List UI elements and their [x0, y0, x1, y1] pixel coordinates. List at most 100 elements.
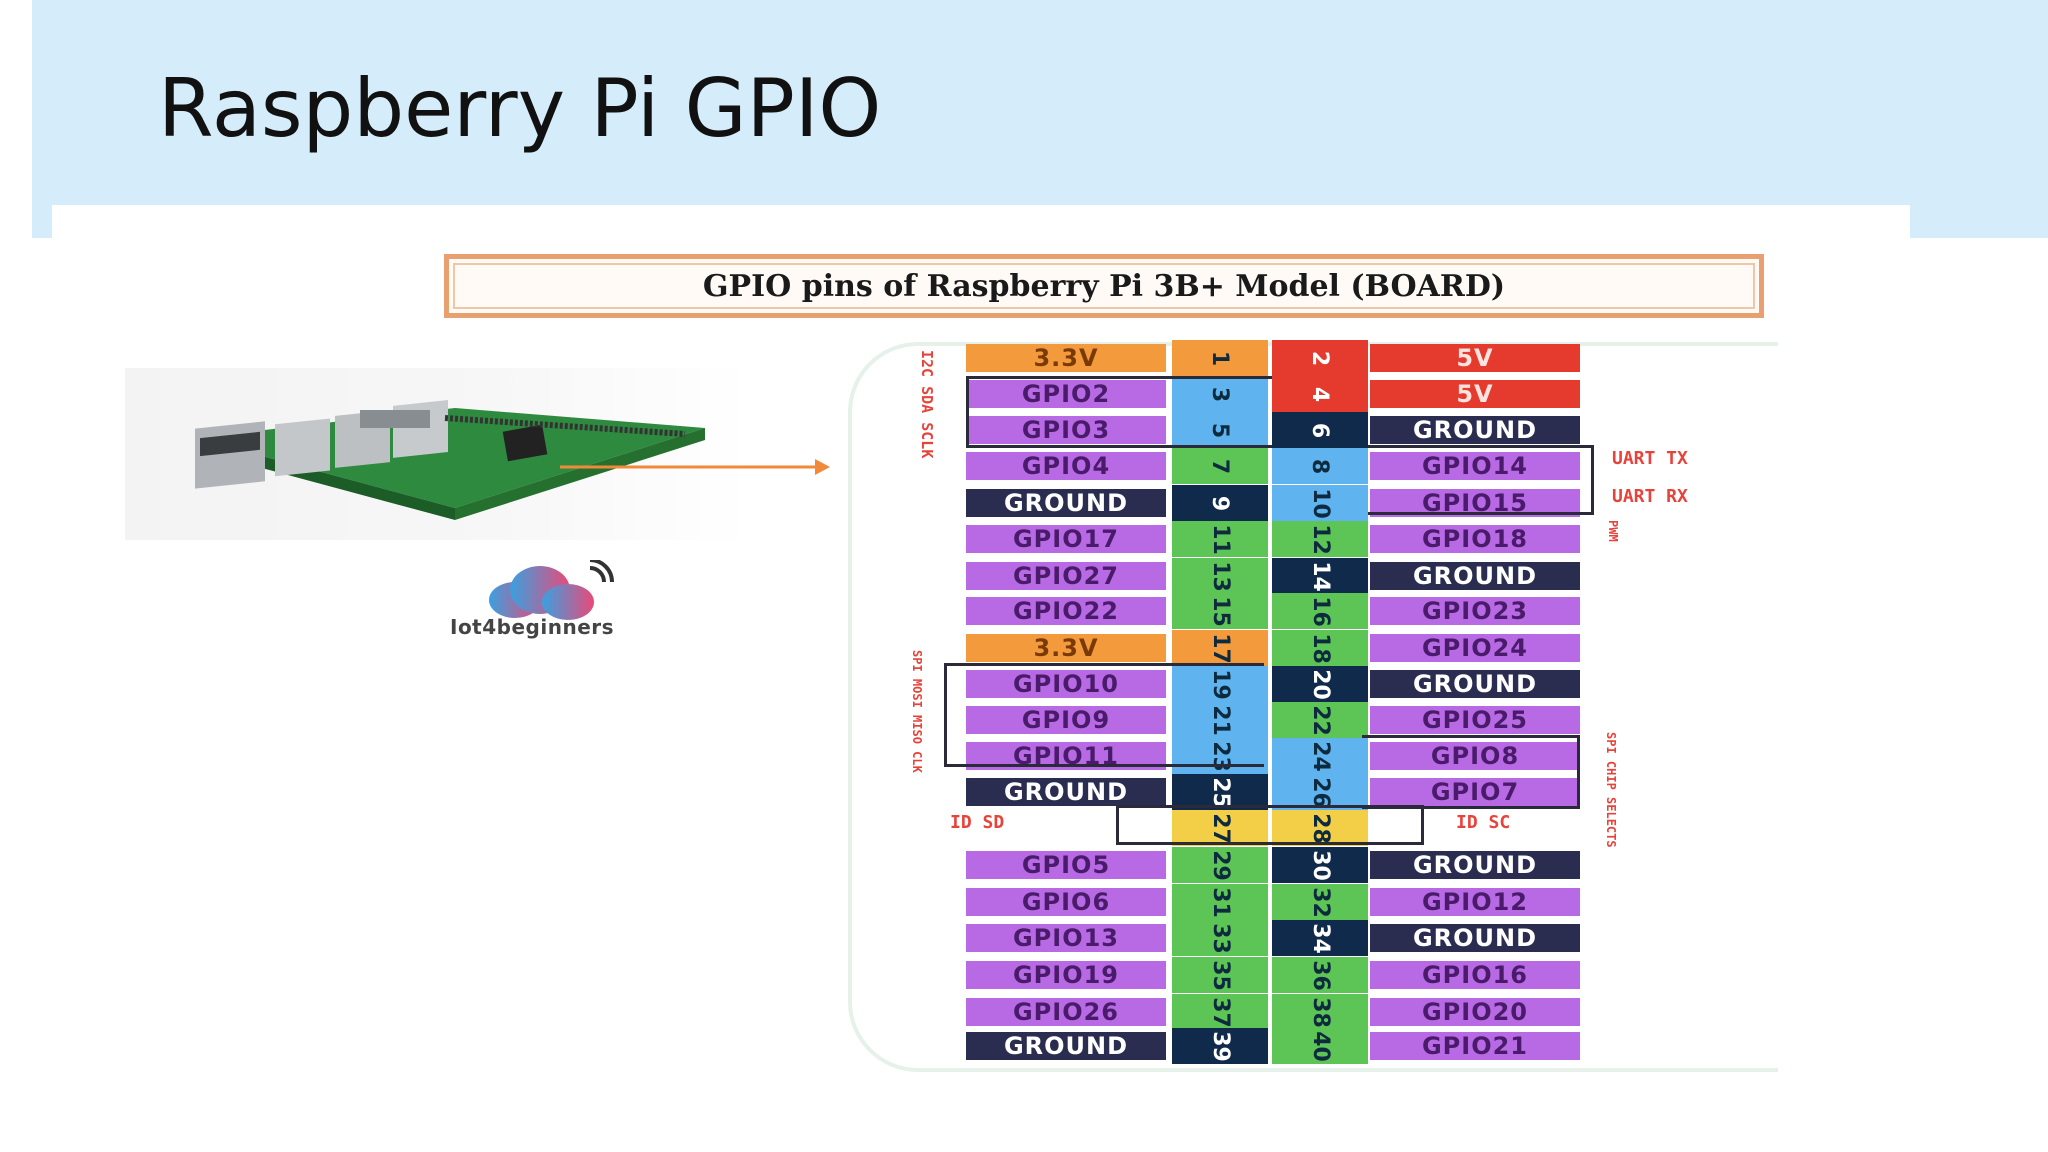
right-pin-label: GPIO24	[1370, 634, 1580, 662]
pin-number-text: 20	[1307, 668, 1333, 700]
right-pin-label: 5V	[1370, 344, 1580, 372]
pin-number-text: 8	[1307, 458, 1333, 474]
pin-number-odd: 19	[1172, 666, 1268, 702]
pin-number-text: 34	[1307, 922, 1333, 954]
pin-number-text: 26	[1307, 776, 1333, 808]
uart-bracket	[1368, 445, 1594, 515]
i2c-bracket	[966, 376, 1272, 448]
right-pin-label: GROUND	[1370, 851, 1580, 879]
pin-number-text: 40	[1307, 1030, 1333, 1062]
pin-number-text: 30	[1307, 849, 1333, 881]
pin-number-odd: 1	[1172, 340, 1268, 376]
left-pin-label: GPIO26	[966, 998, 1166, 1026]
id-sd-label: ID SD	[950, 812, 1005, 833]
pin-number-odd: 23	[1172, 738, 1268, 774]
right-pin-label: GROUND	[1370, 562, 1580, 590]
pin-number-text: 31	[1207, 886, 1233, 918]
left-pin-label: GPIO9	[966, 706, 1166, 734]
pin-number-even: 18	[1272, 630, 1368, 666]
right-pin-label: GPIO25	[1370, 706, 1580, 734]
pin-number-text: 33	[1207, 922, 1233, 954]
pin-number-even: 4	[1272, 376, 1368, 412]
pin-number-odd: 31	[1172, 884, 1268, 920]
pin-number-text: 4	[1307, 386, 1333, 402]
pin-number-even: 40	[1272, 1028, 1368, 1064]
left-pin-label: GPIO22	[966, 597, 1166, 625]
i2c-label: I2C SDA SCLK	[918, 350, 936, 459]
pin-number-odd: 13	[1172, 558, 1268, 594]
pin-number-odd: 35	[1172, 957, 1268, 993]
spi-cs-bracket	[1362, 735, 1580, 809]
pin-number-text: 36	[1307, 959, 1333, 991]
pin-number-text: 12	[1307, 523, 1333, 555]
id-eeprom-bracket	[1116, 805, 1424, 845]
right-pin-label: GPIO23	[1370, 597, 1580, 625]
uart-rx-label: UART RX	[1612, 486, 1688, 507]
right-pin-label: GPIO8	[1370, 742, 1580, 770]
pin-number-text: 1	[1207, 350, 1233, 366]
right-pin-label: GROUND	[1370, 670, 1580, 698]
right-pin-label: GPIO16	[1370, 961, 1580, 989]
diagram-title: GPIO pins of Raspberry Pi 3B+ Model (BOA…	[444, 254, 1764, 318]
pin-number-text: 25	[1207, 776, 1233, 808]
pin-number-text: 16	[1307, 595, 1333, 627]
pin-number-even: 34	[1272, 920, 1368, 956]
pin-number-text: 2	[1307, 350, 1333, 366]
pin-number-text: 32	[1307, 886, 1333, 918]
pin-number-text: 11	[1207, 523, 1233, 555]
pin-number-text: 6	[1307, 422, 1333, 438]
pin-number-text: 10	[1307, 487, 1333, 519]
right-pin-label: 5V	[1370, 380, 1580, 408]
pin-number-text: 38	[1307, 996, 1333, 1028]
header-band	[32, 0, 2048, 238]
left-pin-label: GPIO17	[966, 525, 1166, 553]
pin-number-odd: 39	[1172, 1028, 1268, 1064]
pin-number-even: 26	[1272, 774, 1368, 810]
right-pin-label: GPIO18	[1370, 525, 1580, 553]
pin-number-odd: 17	[1172, 630, 1268, 666]
right-pin-label: GROUND	[1370, 924, 1580, 952]
pin-number-even: 2	[1272, 340, 1368, 376]
spi-label: SPI MOSI MISO CLK	[910, 650, 924, 773]
spi-cs-label: SPI CHIP SELECTS	[1604, 732, 1618, 848]
left-pin-label: GROUND	[966, 778, 1166, 806]
left-pin-label: GPIO5	[966, 851, 1166, 879]
pin-number-text: 9	[1207, 495, 1233, 511]
spi-bracket	[944, 663, 1264, 767]
pin-number-odd: 3	[1172, 376, 1268, 412]
pin-number-even: 32	[1272, 884, 1368, 920]
arrow-icon	[560, 459, 830, 475]
pin-number-text: 15	[1207, 595, 1233, 627]
pin-number-even: 10	[1272, 485, 1368, 521]
pin-number-text: 37	[1207, 996, 1233, 1028]
pin-number-even: 38	[1272, 994, 1368, 1030]
left-pin-label: GPIO6	[966, 888, 1166, 916]
pin-number-odd: 21	[1172, 702, 1268, 738]
pin-number-text: 7	[1207, 458, 1233, 474]
pin-number-text: 17	[1207, 632, 1233, 664]
left-pin-label: 3.3V	[966, 634, 1166, 662]
pin-number-even: 14	[1272, 558, 1368, 594]
uart-tx-label: UART TX	[1612, 448, 1688, 469]
pin-number-even: 22	[1272, 702, 1368, 738]
right-pin-label: GPIO20	[1370, 998, 1580, 1026]
pin-number-odd: 25	[1172, 774, 1268, 810]
id-sc-label: ID SC	[1456, 812, 1511, 833]
left-pin-label: GPIO3	[966, 416, 1166, 444]
pin-number-even: 16	[1272, 593, 1368, 629]
pin-number-odd: 11	[1172, 521, 1268, 557]
pin-number-odd: 33	[1172, 920, 1268, 956]
pin-number-even: 6	[1272, 412, 1368, 448]
right-pin-label: GPIO21	[1370, 1032, 1580, 1060]
pin-number-odd: 15	[1172, 593, 1268, 629]
right-pin-label: GPIO14	[1370, 452, 1580, 480]
left-pin-label: GPIO4	[966, 452, 1166, 480]
right-pin-label: GPIO7	[1370, 778, 1580, 806]
slide-title: Raspberry Pi GPIO	[158, 62, 882, 155]
left-pin-label: 3.3V	[966, 344, 1166, 372]
pin-number-even: 28	[1272, 810, 1368, 846]
pin-number-even: 30	[1272, 847, 1368, 883]
left-pin-label: GPIO27	[966, 562, 1166, 590]
logo-text: Iot4beginners	[450, 615, 615, 639]
pin-number-text: 35	[1207, 959, 1233, 991]
